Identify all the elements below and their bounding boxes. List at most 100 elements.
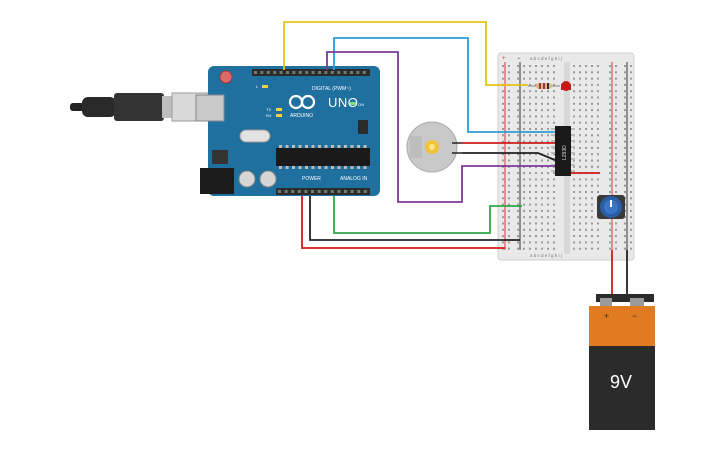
breadboard-hole bbox=[579, 77, 581, 80]
breadboard-hole bbox=[579, 109, 581, 112]
breadboard-hole bbox=[535, 90, 537, 93]
breadboard-hole bbox=[597, 184, 599, 187]
breadboard-hole bbox=[541, 77, 543, 80]
breadboard-letters-top: a b c d e f g h i j bbox=[530, 56, 562, 61]
breadboard-hole bbox=[508, 216, 510, 219]
header-pin bbox=[260, 71, 264, 74]
breadboard-hole bbox=[529, 191, 531, 193]
chip-leg bbox=[292, 166, 295, 169]
breadboard-hole bbox=[630, 102, 632, 105]
breadboard-hole bbox=[579, 191, 581, 193]
breadboard-hole bbox=[615, 90, 617, 93]
breadboard-hole bbox=[502, 209, 504, 212]
breadboard-hole bbox=[573, 241, 575, 244]
breadboard-hole bbox=[523, 96, 525, 99]
breadboard-hole bbox=[591, 235, 593, 238]
rx-label: RX bbox=[266, 113, 272, 118]
breadboard-hole bbox=[609, 90, 611, 93]
breadboard-hole bbox=[624, 140, 626, 143]
breadboard-hole bbox=[541, 216, 543, 219]
breadboard-hole bbox=[502, 241, 504, 244]
breadboard-hole bbox=[547, 65, 549, 67]
breadboard-hole bbox=[591, 165, 593, 168]
breadboard-hole bbox=[609, 115, 611, 118]
breadboard-hole bbox=[630, 83, 632, 86]
breadboard-hole bbox=[517, 121, 519, 124]
header-pin bbox=[350, 190, 354, 193]
breadboard-hole bbox=[624, 121, 626, 124]
breadboard-hole bbox=[553, 222, 555, 225]
breadboard-hole bbox=[502, 222, 504, 225]
digital-header-label: DIGITAL (PWM~) bbox=[312, 86, 351, 92]
breadboard-hole bbox=[615, 153, 617, 156]
breadboard-hole bbox=[615, 140, 617, 143]
breadboard-hole bbox=[585, 222, 587, 225]
breadboard-hole bbox=[523, 241, 525, 244]
chip-leg bbox=[331, 145, 334, 148]
breadboard-hole bbox=[535, 128, 537, 130]
breadboard-hole bbox=[591, 178, 593, 181]
header-pin bbox=[254, 71, 257, 74]
ic-leg bbox=[571, 170, 575, 172]
breadboard-hole bbox=[508, 140, 510, 143]
header-pin bbox=[292, 71, 296, 74]
breadboard-letters-bottom: a b c d e f g h i j bbox=[530, 253, 562, 258]
breadboard-hole bbox=[553, 153, 555, 156]
header-pin bbox=[337, 71, 341, 74]
breadboard-hole bbox=[624, 184, 626, 187]
header-pin bbox=[330, 71, 334, 74]
breadboard-hole bbox=[615, 121, 617, 124]
breadboard-hole bbox=[609, 109, 611, 112]
breadboard-hole bbox=[630, 109, 632, 112]
breadboard-hole bbox=[553, 235, 555, 238]
breadboard-hole bbox=[553, 77, 555, 80]
breadboard-hole bbox=[517, 222, 519, 225]
breadboard-hole bbox=[553, 241, 555, 244]
header-pin bbox=[304, 190, 308, 193]
breadboard-hole bbox=[630, 165, 632, 168]
breadboard-hole bbox=[630, 128, 632, 130]
breadboard-hole bbox=[523, 146, 525, 149]
wires bbox=[283, 21, 628, 296]
breadboard-hole bbox=[591, 140, 593, 143]
chip-leg bbox=[318, 145, 321, 148]
breadboard-hole bbox=[624, 71, 626, 74]
breadboard-hole bbox=[529, 178, 531, 181]
breadboard-hole bbox=[630, 178, 632, 181]
breadboard-hole bbox=[508, 203, 510, 206]
breadboard-hole bbox=[609, 153, 611, 156]
chip-leg bbox=[285, 145, 289, 148]
breadboard-hole bbox=[502, 178, 504, 181]
breadboard-hole bbox=[541, 90, 543, 93]
breadboard-hole bbox=[597, 241, 599, 244]
breadboard-hole bbox=[630, 77, 632, 80]
breadboard-hole bbox=[535, 216, 537, 219]
breadboard-hole bbox=[591, 153, 593, 156]
breadboard-hole bbox=[624, 83, 626, 86]
ic-leg bbox=[551, 170, 555, 172]
breadboard-hole bbox=[523, 77, 525, 80]
breadboard-hole bbox=[573, 191, 575, 193]
breadboard-hole bbox=[624, 178, 626, 181]
breadboard-hole bbox=[547, 209, 549, 212]
breadboard-hole bbox=[523, 134, 525, 137]
breadboard-hole bbox=[573, 115, 575, 118]
breadboard-hole bbox=[579, 184, 581, 187]
breadboard-hole bbox=[597, 90, 599, 93]
breadboard-hole bbox=[529, 216, 531, 219]
breadboard-hole bbox=[591, 203, 593, 206]
breadboard-hole bbox=[508, 228, 510, 231]
breadboard-hole bbox=[523, 209, 525, 212]
breadboard-hole bbox=[615, 247, 617, 250]
breadboard-hole bbox=[579, 165, 581, 168]
breadboard-hole bbox=[553, 203, 555, 206]
breadboard-hole bbox=[508, 121, 510, 124]
breadboard-hole bbox=[630, 172, 632, 175]
breadboard-hole bbox=[585, 241, 587, 244]
breadboard-hole bbox=[508, 134, 510, 137]
breadboard-hole bbox=[615, 128, 617, 130]
breadboard-hole bbox=[591, 247, 593, 250]
breadboard-hole bbox=[579, 216, 581, 219]
breadboard-hole bbox=[609, 140, 611, 143]
wire-yellow bbox=[283, 21, 528, 86]
